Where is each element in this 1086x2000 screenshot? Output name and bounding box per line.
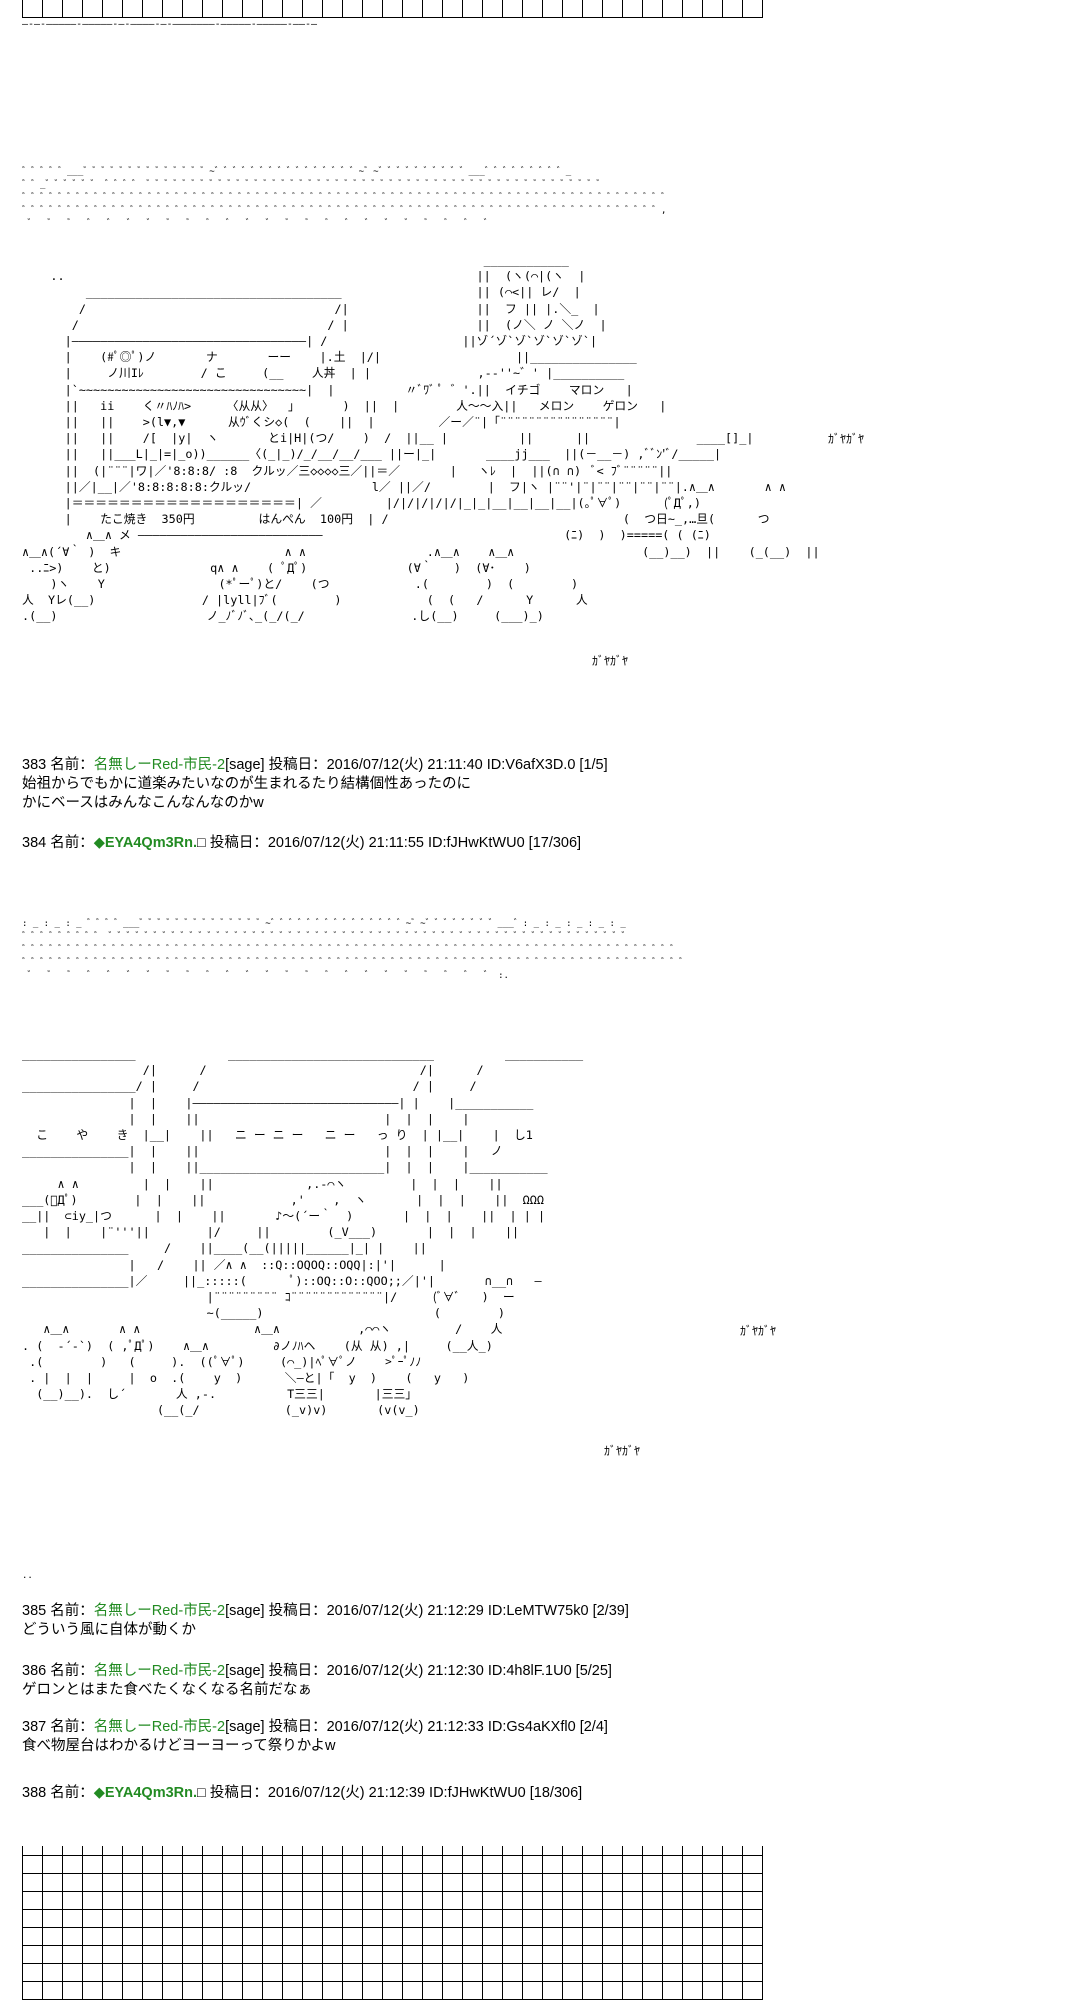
poster-mail: [sage] bbox=[225, 757, 265, 773]
trip-box-icon: □ bbox=[197, 835, 206, 851]
post-header: 386 名前：名無しーRed-市民-2[sage] 投稿日：2016/07/12… bbox=[22, 1662, 612, 1681]
poster-trip[interactable]: ◆EYA4Qm3Rn. bbox=[93, 1785, 198, 1801]
sfx-gayagaya-2b: ｶﾞﾔｶﾞﾔ bbox=[604, 1444, 641, 1458]
post-date: 投稿日：2016/07/12(火) 21:12:33 ID:Gs4aKXfl0 … bbox=[268, 1719, 608, 1735]
post-header: 385 名前：名無しーRed-市民-2[sage] 投稿日：2016/07/12… bbox=[22, 1602, 629, 1621]
post-header: 388 名前：◆EYA4Qm3Rn.□ 投稿日：2016/07/12(火) 21… bbox=[22, 1784, 582, 1803]
sparkle-band-2: : _ : _ : _ ゛゛゛゛___゛゛゛゛゛゛゛゛゛゛゛゛゛゛~゛゛゛゛゛゛… bbox=[22, 919, 689, 981]
post-header: 384 名前：◆EYA4Qm3Rn.□ 投稿日：2016/07/12(火) 21… bbox=[22, 834, 581, 853]
name-label: 名前： bbox=[50, 1663, 94, 1679]
post-number: 385 bbox=[22, 1603, 47, 1619]
top-border-dash: —‐—‐—————‐—————‐—‐————‐—‐———————‐—————‐—… bbox=[22, 19, 318, 30]
post-388: 388 名前：◆EYA4Qm3Rn.□ 投稿日：2016/07/12(火) 21… bbox=[22, 1784, 582, 1803]
post-386: 386 名前：名無しーRed-市民-2[sage] 投稿日：2016/07/12… bbox=[22, 1662, 612, 1700]
post-header: 387 名前：名無しーRed-市民-2[sage] 投稿日：2016/07/12… bbox=[22, 1718, 608, 1737]
post-385: 385 名前：名無しーRed-市民-2[sage] 投稿日：2016/07/12… bbox=[22, 1602, 629, 1640]
post-date: 投稿日：2016/07/12(火) 21:12:30 ID:4h8lF.1U0 … bbox=[268, 1663, 612, 1679]
poster-name[interactable]: 名無しーRed-市民-2 bbox=[93, 1603, 226, 1619]
ascii-art-festival-stalls-1: ____________ .. || (ヽ(⌒|(ヽ | ___________… bbox=[22, 253, 820, 624]
post-header: 383 名前：名無しーRed-市民-2[sage] 投稿日：2016/07/12… bbox=[22, 756, 608, 775]
poster-name[interactable]: 名無しーRed-市民-2 bbox=[93, 1719, 226, 1735]
post-body: どういう風に自体が動くか bbox=[22, 1622, 196, 1638]
post-body: ゲロンとはまた食べたくなくなる名前だなぁ bbox=[22, 1682, 312, 1698]
sfx-gayagaya-1a: ｶﾞﾔｶﾞﾔ bbox=[828, 432, 865, 446]
poster-name[interactable]: 名無しーRed-市民-2 bbox=[93, 757, 226, 773]
post-number: 384 bbox=[22, 835, 47, 851]
sfx-gayagaya-1b: ｶﾞﾔｶﾞﾔ bbox=[592, 654, 629, 668]
ascii-art-festival-stalls-2: ________________ _______________________… bbox=[22, 1047, 584, 1418]
sfx-gayagaya-2a: ｶﾞﾔｶﾞﾔ bbox=[740, 1324, 777, 1338]
post-number: 387 bbox=[22, 1719, 47, 1735]
name-label: 名前： bbox=[50, 1785, 94, 1801]
name-label: 名前： bbox=[50, 757, 94, 773]
post-384: 384 名前：◆EYA4Qm3Rn.□ 投稿日：2016/07/12(火) 21… bbox=[22, 834, 581, 853]
name-label: 名前： bbox=[50, 1603, 94, 1619]
poster-mail: [sage] bbox=[225, 1663, 265, 1679]
post-body: 食べ物屋台はわかるけどヨーヨーって祭りかよw bbox=[22, 1738, 336, 1754]
post-body: 始祖からでもかに道楽みたいなのが生まれるたり結構個性あったのに かにベースはみん… bbox=[22, 776, 472, 811]
post-number: 383 bbox=[22, 757, 47, 773]
dot-separator: .. bbox=[22, 1571, 33, 1581]
top-grid-strip bbox=[22, 0, 763, 18]
post-date: 投稿日：2016/07/12(火) 21:12:39 ID:fJHwKtWU0 … bbox=[209, 1785, 583, 1801]
post-383: 383 名前：名無しーRed-市民-2[sage] 投稿日：2016/07/12… bbox=[22, 756, 608, 813]
sparkle-band-1: ゛゛゛゛゛___゛゛゛゛゛゛゛゛゛゛゛゛゛゛~゛゛゛゛゛゛゛゛゛゛゛゛゛゛゛゛~… bbox=[22, 167, 671, 229]
poster-name[interactable]: 名無しーRed-市民-2 bbox=[93, 1663, 226, 1679]
poster-mail: [sage] bbox=[225, 1719, 265, 1735]
post-number: 388 bbox=[22, 1785, 47, 1801]
post-date: 投稿日：2016/07/12(火) 21:11:55 ID:fJHwKtWU0 … bbox=[209, 835, 582, 851]
poster-trip[interactable]: ◆EYA4Qm3Rn. bbox=[93, 835, 198, 851]
poster-mail: [sage] bbox=[225, 1603, 265, 1619]
name-label: 名前： bbox=[50, 835, 94, 851]
post-number: 386 bbox=[22, 1663, 47, 1679]
post-387: 387 名前：名無しーRed-市民-2[sage] 投稿日：2016/07/12… bbox=[22, 1718, 608, 1756]
post-date: 投稿日：2016/07/12(火) 21:11:40 ID:V6afX3D.0 … bbox=[268, 757, 608, 773]
trip-box-icon: □ bbox=[197, 1785, 206, 1801]
name-label: 名前： bbox=[50, 1719, 94, 1735]
bottom-grid-block bbox=[22, 1846, 763, 2000]
post-date: 投稿日：2016/07/12(火) 21:12:29 ID:LeMTW75k0 … bbox=[268, 1603, 629, 1619]
